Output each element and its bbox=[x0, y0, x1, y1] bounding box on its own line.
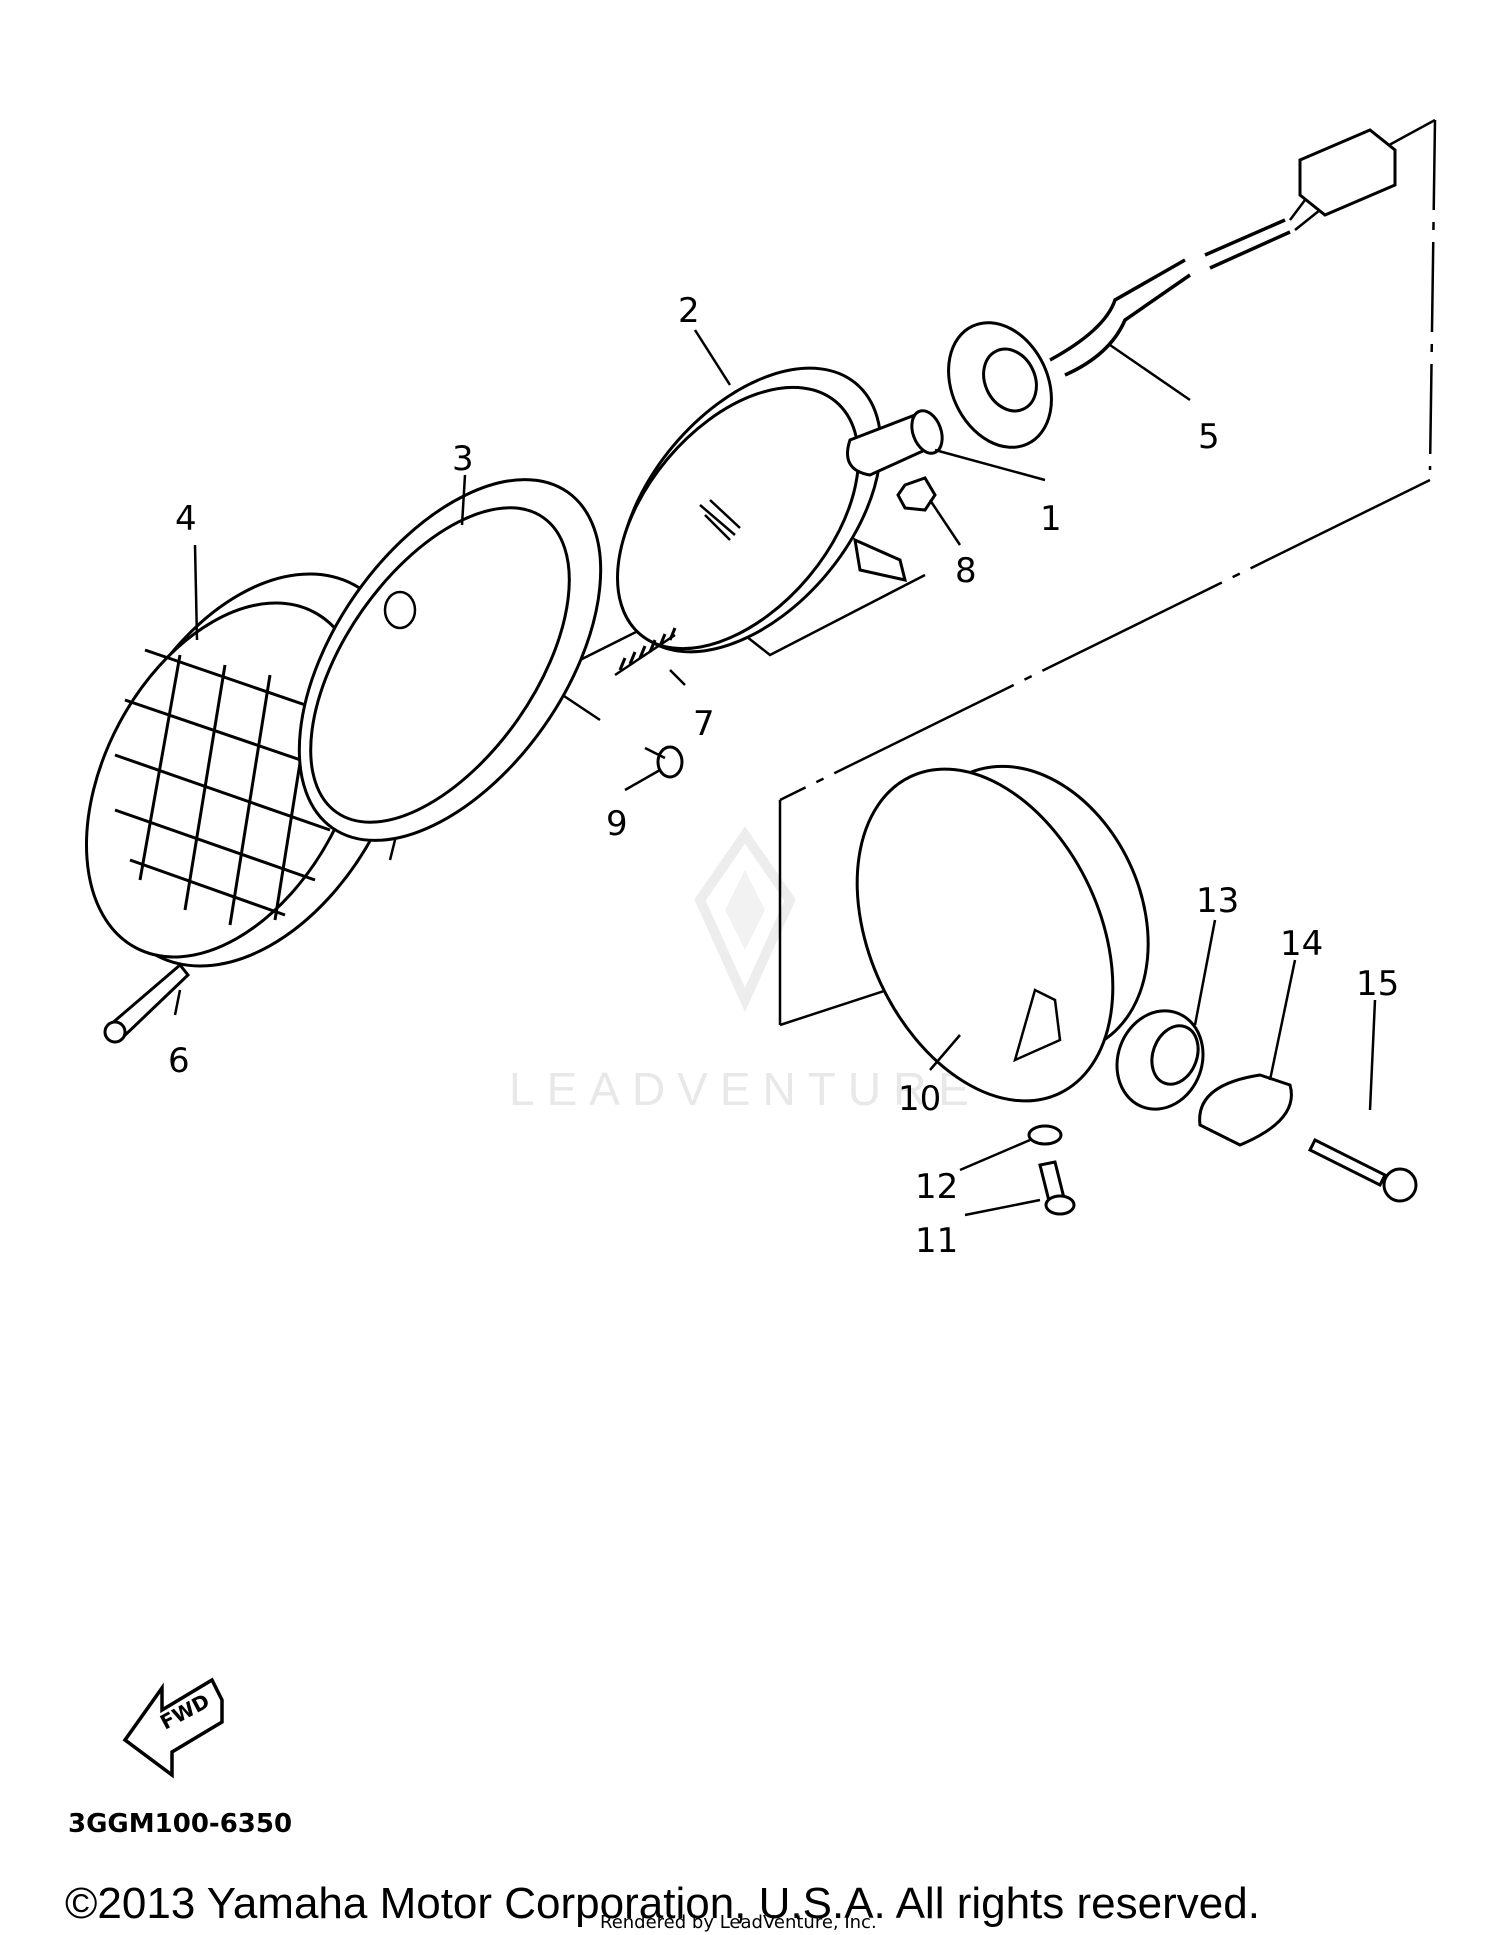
part-6-screw bbox=[103, 962, 191, 1044]
part-11-screw bbox=[1038, 1160, 1076, 1216]
part-2-lens-unit bbox=[616, 366, 908, 654]
watermark-text: LEADVENTURE bbox=[509, 1063, 981, 1115]
callout-3: 3 bbox=[452, 439, 474, 479]
part-14-cap bbox=[1198, 1073, 1293, 1147]
part-13-grommet bbox=[1115, 1009, 1205, 1111]
rendered-by-notice: Rendered by LeadVenture, Inc. bbox=[600, 1912, 877, 1933]
callout-2: 2 bbox=[678, 291, 700, 331]
fwd-arrow: FWD bbox=[122, 1677, 224, 1779]
part-8-nut bbox=[896, 476, 937, 512]
part-code: 3GGM100-6350 bbox=[68, 1809, 292, 1839]
callout-8: 8 bbox=[955, 551, 977, 591]
part-5-socket-harness bbox=[947, 128, 1397, 449]
callout-14: 14 bbox=[1280, 924, 1323, 964]
callout-11: 11 bbox=[915, 1221, 958, 1261]
callout-labels: 1 2 3 4 5 6 7 8 9 10 11 12 13 14 15 bbox=[168, 291, 1399, 1261]
part-9-screw bbox=[644, 745, 684, 779]
callout-4: 4 bbox=[175, 499, 197, 539]
callout-15: 15 bbox=[1356, 964, 1399, 1004]
part-12-washer bbox=[1027, 1124, 1063, 1146]
part-15-bolt bbox=[1307, 1137, 1418, 1203]
callout-5: 5 bbox=[1198, 417, 1220, 457]
callout-9: 9 bbox=[606, 804, 628, 844]
callout-12: 12 bbox=[915, 1167, 958, 1207]
callout-13: 13 bbox=[1196, 881, 1239, 921]
leader-lines bbox=[173, 329, 1377, 1217]
callout-7: 7 bbox=[693, 704, 715, 744]
copyright-notice: ©2013 Yamaha Motor Corporation, U.S.A. A… bbox=[65, 1879, 1260, 1928]
watermark: LEADVENTURE bbox=[509, 826, 981, 1115]
callout-10: 10 bbox=[898, 1079, 941, 1119]
part-10-case bbox=[855, 764, 1150, 1103]
callout-1: 1 bbox=[1040, 499, 1062, 539]
part-3-rim bbox=[297, 478, 603, 842]
callout-6: 6 bbox=[168, 1041, 190, 1081]
part-7-spring bbox=[614, 627, 677, 677]
part-1-bulb bbox=[846, 409, 944, 477]
